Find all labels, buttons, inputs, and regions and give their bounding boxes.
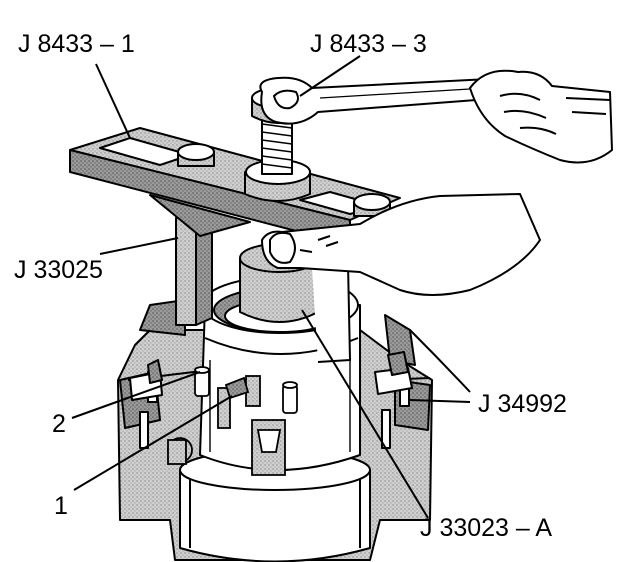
- leader-j34992: [409, 399, 471, 403]
- leader-j8433-3: [299, 55, 361, 97]
- leader-j8433-1: [95, 63, 131, 139]
- leader-item1: [73, 395, 233, 491]
- tool-j33025-leg: [175, 211, 213, 326]
- label-item1: 1: [54, 492, 68, 520]
- leader-lines: [71, 55, 471, 519]
- label-item2: 2: [52, 410, 66, 438]
- hand-on-wrench: [469, 69, 613, 164]
- hand-holding-tool: [261, 193, 541, 393]
- leader-j33023a: [301, 309, 429, 519]
- label-j8433-3: J 8433 – 3: [310, 30, 427, 58]
- leader-j33025: [99, 237, 179, 255]
- hub-pins: [167, 366, 298, 476]
- tool-j8433-1-bridge: [69, 127, 401, 246]
- leader-item2: [71, 371, 201, 419]
- label-j33023a: J 33023 – A: [420, 514, 552, 542]
- label-j33025: J 33025: [14, 256, 103, 284]
- label-j34992: J 34992: [478, 390, 567, 418]
- holding-fixture-j34992: [129, 351, 413, 401]
- label-j8433-1: J 8433 – 1: [18, 30, 135, 58]
- callout-labels: J 8433 – 1 J 8433 – 3 J 33025 J 34992 J …: [14, 30, 567, 542]
